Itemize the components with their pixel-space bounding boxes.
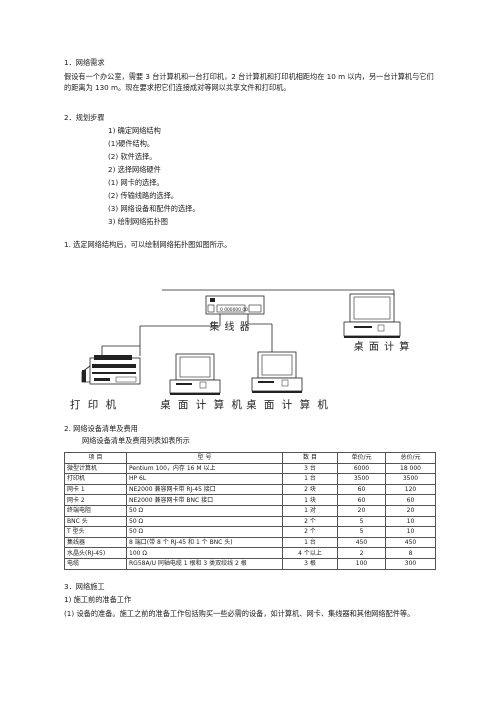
cell-unit-price: 2 — [337, 547, 386, 559]
cell-item: 微型计算机 — [64, 462, 127, 475]
desktop-computer-icon — [251, 351, 303, 393]
cell-quantity: 2 块 — [282, 483, 338, 496]
pc-right-label: 桌 面 计 算 — [354, 340, 411, 353]
cell-item: 打印机 — [64, 473, 127, 485]
cell-model: HP 6L — [126, 473, 283, 485]
cell-total-price: 120 — [385, 483, 436, 496]
section-1-title: 1．网络需求 — [64, 58, 105, 67]
cell-model: 50 Ω — [126, 526, 283, 538]
step-item: (2) 传输线路的选择。 — [108, 191, 178, 200]
hub-label: 集 线 器 — [209, 320, 250, 333]
cell-unit-price: 60 — [337, 483, 386, 496]
step-item: (1) 网卡的选择。 — [108, 178, 164, 187]
desktop-computer-icon — [169, 353, 221, 395]
cell-total-price: 3500 — [385, 473, 436, 485]
cell-model: RG58A/U 同轴电缆 1 根和 3 类双绞线 2 根 — [126, 557, 283, 570]
cell-item: T 型头 — [64, 526, 127, 538]
cell-total-price: 300 — [385, 557, 436, 570]
header-total-price: 总价/元 — [385, 452, 436, 464]
printer-icon — [81, 355, 141, 385]
topology-intro: 1. 选定网络结构后，可以绘制网络拓扑图如图所示。 — [64, 240, 232, 249]
cell-model: NE2000 兼容网卡带 RJ-45 接口 — [126, 483, 283, 496]
cell-model: NE2000 兼容网卡带 BNC 接口 — [126, 494, 283, 506]
cell-model: 100 Ω — [126, 547, 283, 559]
cell-item: 网卡 2 — [64, 494, 127, 506]
cell-quantity: 1 对 — [282, 504, 338, 517]
cell-quantity: 2 个 — [282, 526, 338, 538]
cell-model: Pentium 100，内存 16 M 以上 — [126, 462, 283, 475]
cell-unit-price: 100 — [337, 557, 386, 570]
hub-display: 0 000000 00 — [220, 307, 248, 313]
cell-model: 50 Ω — [126, 515, 283, 528]
cell-model: 8 端口(带 8 个 RJ-45 和 1 个 BNC 头) — [126, 536, 283, 549]
printer-label: 打 印 机 — [70, 398, 118, 411]
cell-unit-price: 6000 — [337, 462, 386, 475]
table-header-row: 项 目 型 号 数 目 单价/元 总价/元 — [64, 452, 436, 464]
cell-total-price: 20 — [385, 504, 436, 517]
step-item: (3) 网络设备和配件的选择。 — [108, 204, 200, 213]
header-unit-price: 单价/元 — [337, 452, 386, 464]
pc1-label: 桌 面 计 算 机 — [160, 398, 244, 411]
cell-item: 水晶头(RJ-45) — [64, 547, 127, 559]
pc2-label: 桌 面 计 算 机 — [246, 398, 330, 411]
cell-unit-price: 5 — [337, 526, 386, 538]
cell-item: 网卡 1 — [64, 483, 127, 496]
section-3-title: 3．网络施工 — [64, 582, 105, 591]
cell-quantity: 3 根 — [282, 557, 338, 570]
header-model: 型 号 — [126, 452, 283, 464]
cell-total-price: 10 — [385, 515, 436, 528]
step-item: 2) 选择网络硬件 — [108, 165, 161, 174]
cell-total-price: 10 — [385, 526, 436, 538]
step-item: 3) 绘制网络拓扑图 — [108, 217, 168, 226]
hub-icon: 0 000000 00 — [205, 295, 265, 315]
cell-unit-price: 60 — [337, 494, 386, 506]
cell-item: BNC 头 — [64, 515, 127, 528]
header-quantity: 数 目 — [282, 452, 338, 464]
equipment-list-subtitle: 网络设备清单及费用列表如表所示 — [82, 436, 190, 445]
cell-quantity: 4 个以上 — [282, 547, 338, 559]
cell-quantity: 3 台 — [282, 462, 338, 475]
equipment-list-title: 2. 网络设备清单及费用 — [64, 424, 138, 433]
cell-unit-price: 3500 — [337, 473, 386, 485]
cell-item: 集线器 — [64, 536, 127, 549]
cell-quantity: 1 块 — [282, 494, 338, 506]
cell-unit-price: 450 — [337, 536, 386, 549]
cell-quantity: 1 台 — [282, 473, 338, 485]
cell-item: 终端电阻 — [64, 504, 127, 517]
cell-total-price: 18 000 — [385, 462, 436, 475]
cell-total-price: 450 — [385, 536, 436, 549]
header-item: 项 目 — [64, 452, 127, 464]
desktop-computer-icon — [343, 293, 401, 338]
step-item: 1) 确定网络结构 — [108, 126, 161, 135]
cell-quantity: 1 台 — [282, 536, 338, 549]
section-1-paragraph: 假设有一个办公室，需要 3 台计算机和一台打印机，2 台计算机和打印机相距均在 … — [64, 72, 434, 92]
cell-total-price: 8 — [385, 547, 436, 559]
step-item: (2) 软件选择。 — [108, 152, 157, 161]
section-2-title: 2．规划步骤 — [64, 113, 105, 122]
network-topology-diagram: 0 000000 00 集 线 器 桌 面 计 算 打 印 机 — [70, 289, 411, 411]
cell-item: 电缆 — [64, 557, 127, 570]
cell-unit-price: 5 — [337, 515, 386, 528]
cell-quantity: 2 个 — [282, 515, 338, 528]
cell-unit-price: 20 — [337, 504, 386, 517]
cell-total-price: 60 — [385, 494, 436, 506]
section-3-subtitle: 1) 施工前的准备工作 — [64, 595, 132, 604]
cell-model: 50 Ω — [126, 504, 283, 517]
section-3-paragraph: (1) 设备的准备。施工之前的准备工作包括购买一些必需的设备，如计算机、网卡、集… — [64, 609, 415, 618]
step-item: (1)硬件结构。 — [108, 139, 155, 148]
